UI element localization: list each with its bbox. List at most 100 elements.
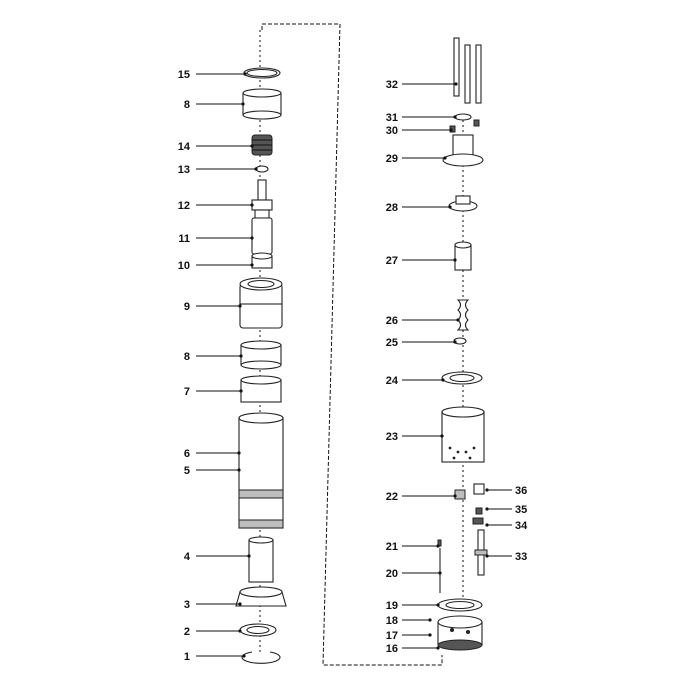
right-callout-label: 26: [386, 315, 398, 327]
right-callout-arrowhead: [453, 258, 457, 262]
left-callout-label: 5: [184, 465, 190, 477]
part-11-shaft: [251, 209, 273, 255]
part-16-17-18-base: [437, 615, 483, 651]
left-callout-arrowhead: [239, 389, 243, 393]
part-7-rotor-sleeve: [240, 375, 282, 403]
part-29-discharge-head: [442, 134, 484, 167]
right-callout-arrowhead: [436, 544, 440, 548]
right-callout-label: 29: [386, 153, 398, 165]
side-callout-group: 36 35 34 33: [485, 485, 528, 563]
part-3-end-cap: [235, 586, 287, 607]
right-callout-label: 17: [386, 630, 398, 642]
part-4-rotor-core: [248, 536, 274, 583]
left-callout-label: 11: [178, 233, 190, 245]
part-34-clip: [472, 517, 484, 525]
left-callout-label: 12: [178, 200, 190, 212]
right-callout-label: 21: [386, 541, 398, 553]
left-callout-arrowhead: [237, 451, 241, 455]
part-10-bushing: [251, 252, 273, 269]
right-callout-arrowhead: [456, 318, 460, 322]
left-callout-group: 15 8 14 13 12 11 10 9 8 7 6 5 4 3 2 1: [178, 69, 258, 663]
part-28-diffuser-plate: [448, 195, 478, 212]
left-callout-arrowhead: [254, 167, 258, 171]
side-callout-label: 35: [515, 504, 527, 516]
right-callout-arrowhead: [448, 205, 452, 209]
right-callout-label: 28: [386, 202, 398, 214]
left-callout-label: 15: [178, 69, 190, 81]
left-callout-label: 8: [184, 99, 190, 111]
side-callout-arrowhead: [485, 488, 489, 492]
right-callout-label: 19: [386, 600, 398, 612]
right-callout-label: 32: [386, 79, 398, 91]
part-27-coupling: [454, 241, 472, 271]
left-callout-arrowhead: [247, 554, 251, 558]
left-callout-arrowhead: [238, 602, 242, 606]
left-callout-arrowhead: [243, 72, 247, 76]
right-callout-arrowhead: [453, 494, 457, 498]
right-callout-label: 24: [386, 375, 399, 387]
left-callout-label: 4: [184, 551, 191, 563]
side-callout-label: 36: [515, 485, 527, 497]
left-callout-arrowhead: [250, 144, 254, 148]
part-1-circlip: [241, 651, 281, 664]
side-callout-arrowhead: [485, 554, 489, 558]
part-35-screw: [475, 507, 483, 515]
left-callout-label: 6: [184, 448, 190, 460]
left-callout-label: 1: [184, 651, 190, 663]
side-callout-label: 34: [515, 520, 528, 532]
right-callout-arrowhead: [453, 340, 457, 344]
part-2-seal-ring: [239, 623, 277, 637]
part-19-suction-housing: [437, 598, 483, 612]
part-8-bearing-sleeve-top: [242, 88, 282, 120]
right-callout-arrowhead: [449, 128, 453, 132]
left-callout-label: 9: [184, 301, 190, 313]
right-callout-arrowhead: [428, 633, 432, 637]
right-callout-label: 27: [386, 255, 398, 267]
part-32-tie-rods: [453, 37, 482, 104]
assembly-connector-line: [261, 23, 443, 666]
left-callout-label: 10: [178, 260, 190, 272]
left-callout-arrowhead: [239, 354, 243, 358]
left-callout-arrowhead: [241, 102, 245, 106]
left-callout-arrowhead: [250, 203, 254, 207]
left-callout-label: 7: [184, 386, 190, 398]
right-callout-arrowhead: [443, 156, 447, 160]
right-callout-arrowhead: [453, 115, 457, 119]
right-callout-arrowhead: [438, 571, 442, 575]
right-callout-label: 25: [386, 337, 398, 349]
side-callout-label: 33: [515, 551, 527, 563]
part-13-washer: [255, 165, 269, 173]
left-callout-label: 3: [184, 599, 190, 611]
part-30-screws: [449, 119, 480, 133]
part-5-6-motor-casing: [238, 412, 284, 529]
part-14-spring: [251, 134, 273, 156]
left-callout-arrowhead: [250, 236, 254, 240]
part-8-bearing-sleeve: [240, 340, 282, 370]
part-9-bearing-housing: [239, 277, 283, 329]
part-33-valve-stem: [474, 529, 488, 576]
right-callout-arrowhead: [454, 82, 458, 86]
part-24-stator-ring: [441, 371, 483, 385]
left-callout-arrowhead: [250, 263, 254, 267]
left-callout-label: 13: [178, 164, 190, 176]
left-callout-arrowhead: [238, 629, 242, 633]
right-callout-arrowhead: [441, 378, 445, 382]
part-12-shaft-collar: [251, 179, 273, 211]
right-callout-arrowhead: [436, 646, 440, 650]
part-22-bushing: [454, 489, 466, 500]
part-26-screw-shaft: [456, 299, 470, 331]
right-callout-arrowhead: [436, 603, 440, 607]
right-callout-label: 20: [386, 568, 398, 580]
left-callout-arrowhead: [237, 468, 241, 472]
left-callout-arrowhead: [238, 304, 242, 308]
left-callout-label: 8: [184, 351, 190, 363]
left-callout-arrowhead: [242, 654, 246, 658]
part-15-o-ring: [243, 67, 281, 79]
right-callout-arrowhead: [428, 618, 432, 622]
left-callout-label: 14: [178, 141, 191, 153]
right-callout-label: 31: [386, 112, 398, 124]
right-callout-label: 30: [386, 125, 398, 137]
left-callout-label: 2: [184, 626, 190, 638]
